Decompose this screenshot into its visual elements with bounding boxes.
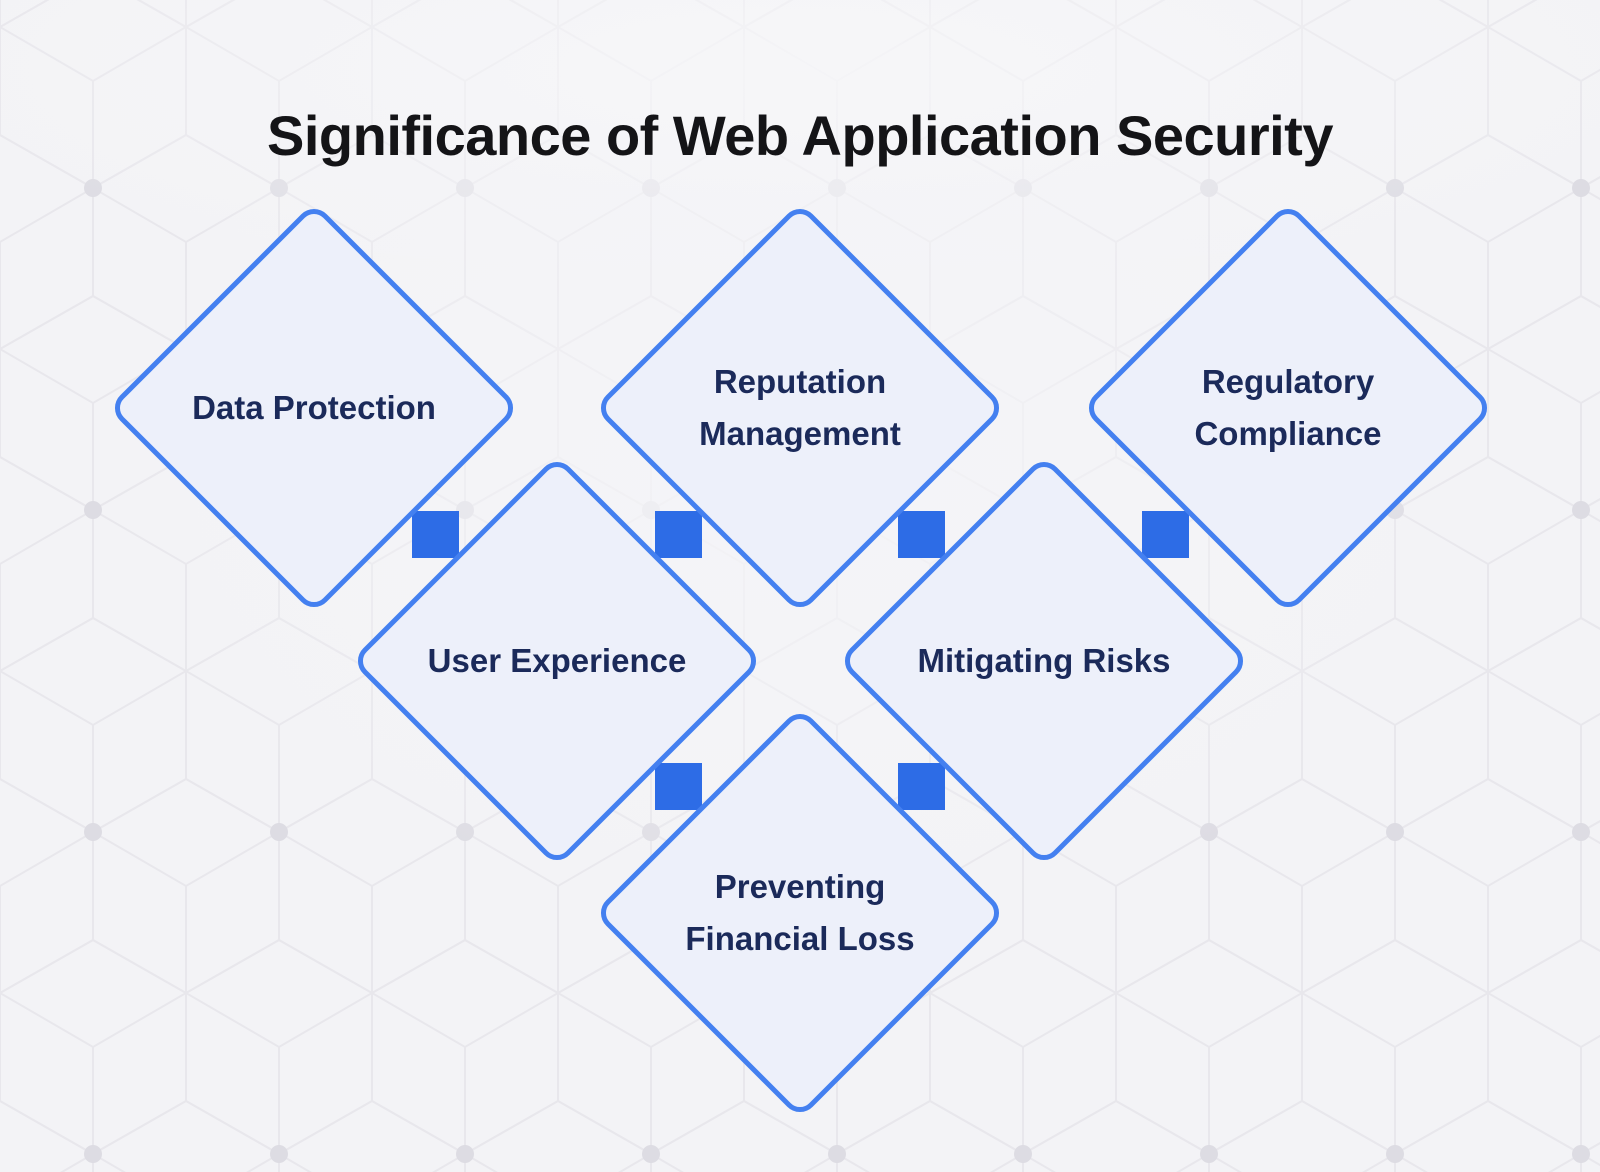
label-line-1: Regulatory xyxy=(1201,363,1375,400)
diamond-label: Regulatory Compliance xyxy=(1118,356,1458,460)
connector-regulatory-compliance-mitigating-risks xyxy=(1142,511,1189,558)
diamond-label: Data Protection xyxy=(144,382,484,434)
label-line-1: Data Protection xyxy=(192,389,436,426)
diamond-label: User Experience xyxy=(387,635,727,687)
label-line-2: Financial Loss xyxy=(685,920,915,957)
diamond-label: Reputation Management xyxy=(630,356,970,460)
label-line-2: Management xyxy=(699,415,901,452)
page-title: Significance of Web Application Security xyxy=(267,103,1333,167)
connector-reputation-management-user-experience xyxy=(655,511,702,558)
connector-user-experience-preventing-financial-loss xyxy=(655,763,702,810)
connector-mitigating-risks-preventing-financial-loss xyxy=(898,763,945,810)
label-line-1: Reputation xyxy=(713,363,887,400)
label-line-1: User Experience xyxy=(427,642,687,679)
label-line-1: Preventing xyxy=(714,868,886,905)
diamond-label: Mitigating Risks xyxy=(874,635,1214,687)
label-line-1: Mitigating Risks xyxy=(917,642,1171,679)
connector-reputation-management-mitigating-risks xyxy=(898,511,945,558)
label-line-2: Compliance xyxy=(1194,415,1382,452)
diamond-label: Preventing Financial Loss xyxy=(630,861,970,965)
connector-data-protection-user-experience xyxy=(412,511,459,558)
